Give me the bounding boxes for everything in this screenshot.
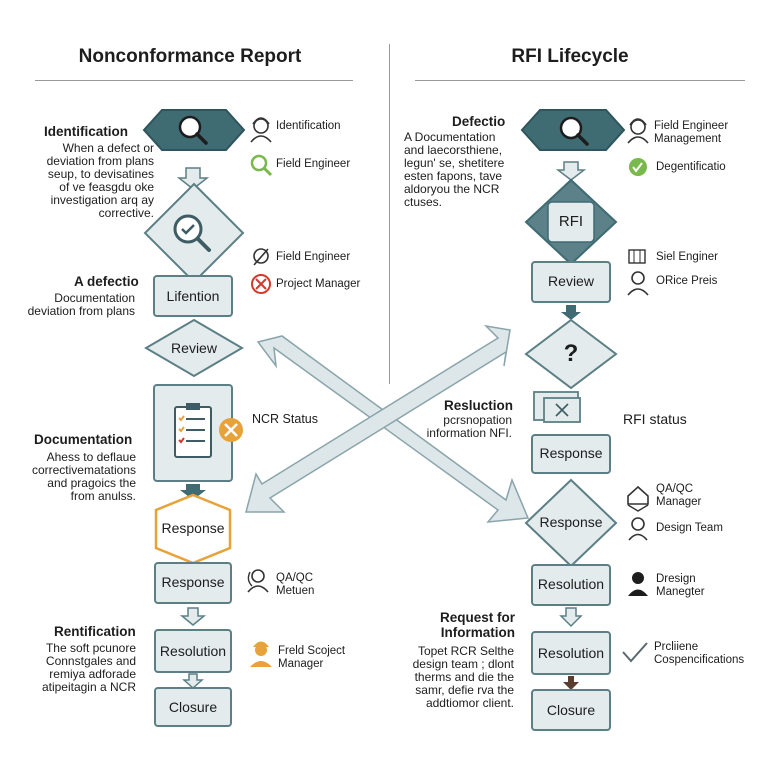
rfi-status: RFI status [623,411,687,427]
document-x-icon [533,391,581,423]
rfi-down-arrow-2 [561,305,581,320]
left-title: Nonconformance Report [78,46,302,67]
role-field-engineer-2: Field Engineer [276,251,351,263]
house-icon [627,485,649,512]
office-person-icon [627,271,649,296]
role-degentificatio: Degentificatio [656,161,726,173]
resolution-label: Resolution [159,643,227,659]
doc-heading: Documentation [34,432,133,447]
down-arrow-4 [182,673,204,690]
rfi-search-icon [559,116,589,146]
rfi-response-diamond-label: Response [539,514,603,530]
rfi-resolution-label-2: Resolution [537,645,605,661]
rfi-node-label: RFI [558,213,584,230]
rfi-response-box [531,434,611,474]
green-search-icon [250,154,273,177]
role-siel-engineer: Siel Enginer [656,251,719,263]
defect-heading: A defectio [74,274,139,289]
closure-label: Closure [168,699,218,715]
rfi-resolution-label-1: Resolution [537,576,605,592]
rfi-closure-label: Closure [546,702,596,718]
review-label: Review [171,340,217,356]
role-field-engineer-1: Field Engineer [276,158,351,170]
worker-icon [250,117,272,143]
design-team-icon [628,517,648,541]
rfi-down-arrow-3 [559,607,583,628]
response-box [154,562,232,604]
role-orice-preis: ORice Preis [656,275,718,287]
ident-heading: Identification [44,124,128,139]
manager-icon [628,572,648,596]
engineer-grid-icon [628,249,646,264]
down-arrow-2 [180,484,206,500]
review-diamond [144,318,244,378]
tools-icon [253,248,269,266]
red-x-icon [251,274,271,294]
rfi-response-rect-label: Response [539,445,603,461]
clipboard-icon [174,403,212,458]
rfi-resolution-box-2 [531,631,611,675]
magnifier-check-icon [173,214,211,252]
search-icon [178,115,208,145]
center-divider [389,44,390,384]
right-title-rule [415,80,745,81]
crossing-arrow-up-left [245,324,511,513]
rect-heading: Rentification [54,624,136,639]
rfi-closure-box [531,689,611,731]
down-arrow-1 [176,167,210,190]
role-design-team: Design Team [656,522,723,534]
rfi-resolution-box-1 [531,564,611,606]
rfi-down-arrow-4 [563,676,579,690]
rfi-down-arrow-1 [555,161,587,181]
down-arrow-3 [179,607,207,626]
orange-manager-icon [250,641,272,667]
lifention-label: Lifention [166,288,220,304]
question-label: ? [563,340,579,367]
resolution-box [154,629,232,673]
rfi-defect-heading: Defectio [452,114,506,129]
rfi-worker-icon [627,118,649,144]
response-hex-label: Response [161,520,225,536]
rfi-review-label: Review [548,273,594,289]
rfi-resolution-heading: Resluction [444,398,514,413]
response-label: Response [161,574,225,590]
closure-box [154,687,232,727]
left-title-rule [35,80,353,81]
green-check-icon [629,158,647,176]
question-diamond [524,318,618,390]
role-identification: Identification [276,120,341,132]
rfi-review-box [531,261,611,303]
lifention-box [153,275,233,317]
role-project-manager: Project Manager [276,278,361,290]
qa-person-icon [247,569,269,593]
ncr-status: NCR Status [252,412,318,426]
right-title: RFI Lifecycle [511,46,629,67]
check-mark-icon [622,642,648,663]
